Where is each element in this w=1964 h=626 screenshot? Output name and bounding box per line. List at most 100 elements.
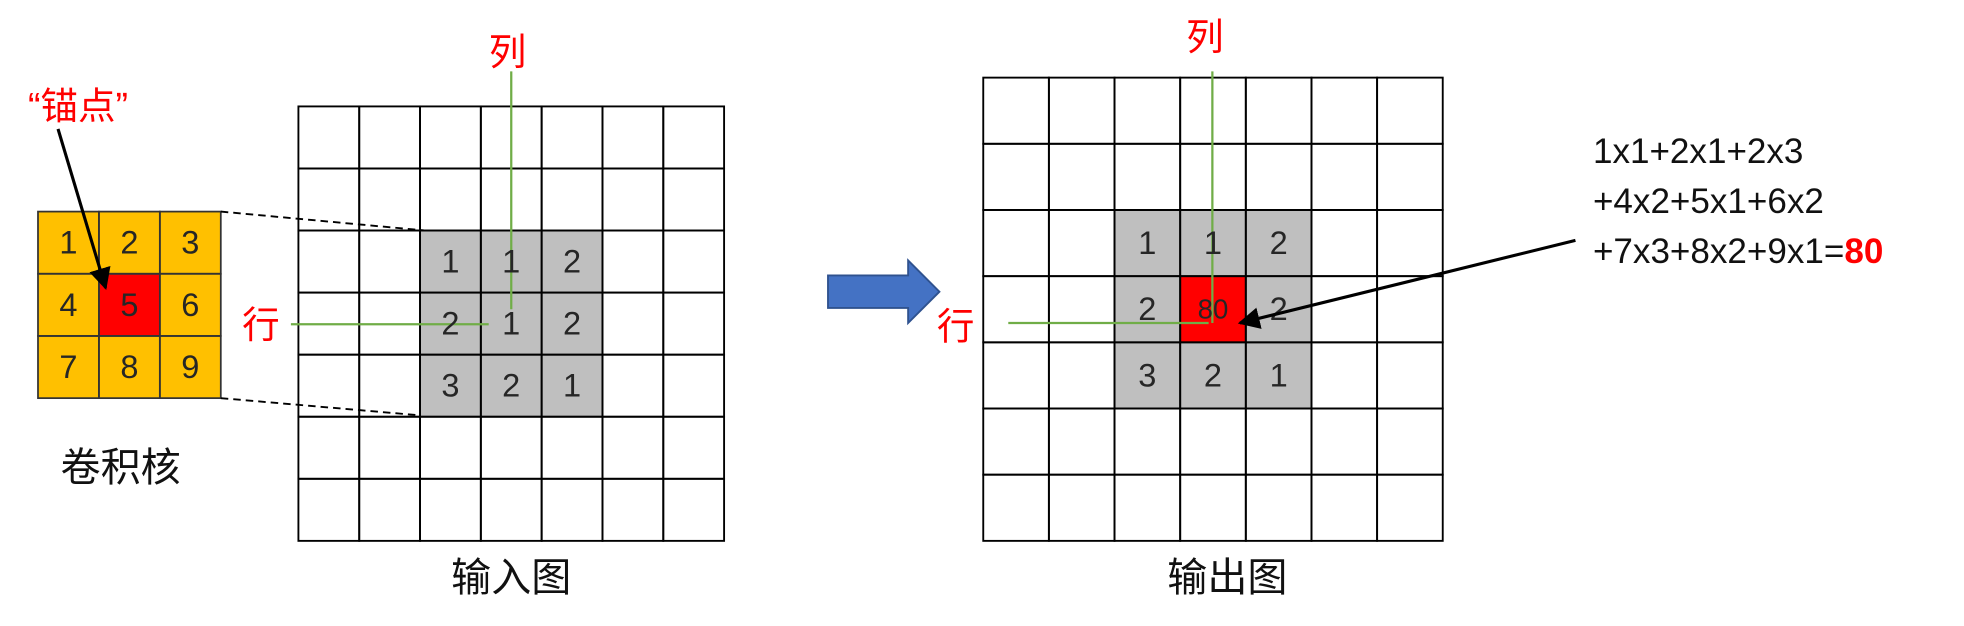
input-cell-value: 2 — [502, 368, 520, 404]
input-grid-cell — [479, 415, 543, 480]
anchor-label: “锚点” — [28, 85, 128, 127]
input-grid-cell — [540, 167, 604, 232]
input-grid-cell — [358, 229, 421, 294]
input-grid-cell — [358, 415, 421, 480]
input-patch-cell — [420, 230, 481, 293]
kernel-patch-cell — [159, 273, 221, 336]
input-grid-cell — [419, 167, 482, 232]
output-grid-cell — [1376, 407, 1444, 476]
input-grid-cell — [358, 353, 421, 418]
output-cell-value: 2 — [1138, 291, 1156, 327]
output-column-label: 列 — [1186, 16, 1224, 58]
formula-result: 80 — [1844, 232, 1883, 271]
kernel-cell-value: 7 — [59, 349, 77, 385]
formula-line-3: +7x3+8x2+9x1=80 — [1593, 232, 1883, 271]
kernel-projection-top — [220, 210, 424, 232]
output-patch-cell — [1245, 342, 1312, 409]
kernel-cell-value: 1 — [59, 225, 77, 261]
input-cell-value: 1 — [441, 244, 459, 280]
output-grid-cell — [1376, 76, 1444, 145]
kernel-patch-cell — [98, 211, 160, 274]
input-grid-cell — [601, 477, 665, 542]
output-grid-cell — [1047, 473, 1116, 542]
output-patch-cell — [1114, 342, 1181, 409]
output-cell-value: 2 — [1270, 291, 1288, 327]
input-cell-value: 2 — [563, 244, 581, 280]
input-grid-cell — [662, 105, 726, 170]
input-grid-cell — [662, 477, 726, 542]
kernel-cell-value: 6 — [181, 287, 199, 323]
input-grid-cell — [358, 167, 421, 232]
input-patch-cell — [420, 354, 481, 417]
kernel-cell-value: 2 — [120, 225, 138, 261]
output-cell-value: 1 — [1204, 225, 1222, 261]
formula-pointer-arrow — [1237, 238, 1576, 329]
input-grid-cell — [601, 105, 665, 170]
output-cell-value: 2 — [1204, 357, 1222, 393]
kernel-cell-value: 4 — [59, 287, 77, 323]
input-grid-cell — [601, 229, 665, 294]
output-cell-value: 3 — [1138, 357, 1156, 393]
output-grid-cell — [982, 142, 1050, 211]
input-grid-cell — [662, 229, 726, 294]
input-grid-cell — [662, 167, 726, 232]
input-grid-cell — [419, 415, 482, 480]
input-patch-cell — [541, 230, 603, 293]
output-grid-cell — [1310, 275, 1379, 344]
kernel-patch-cell — [159, 335, 221, 399]
formula-line-1: 1x1+2x1+2x3 — [1593, 132, 1803, 171]
kernel-cell-value: 9 — [181, 349, 199, 385]
output-grid-cell — [1047, 407, 1116, 476]
input-grid-cell — [540, 105, 604, 170]
input-row-label: 行 — [242, 304, 280, 346]
output-grid-cell — [1310, 407, 1379, 476]
output-grid-cell — [1113, 407, 1182, 476]
input-patch-cell — [541, 292, 603, 355]
input-grid-cell — [540, 477, 604, 542]
output-grid-cell — [1047, 275, 1116, 344]
output-grid-cell — [1376, 473, 1444, 542]
output-grid-cell — [1310, 209, 1379, 278]
input-grid — [297, 105, 726, 542]
output-patch-cell — [1114, 276, 1181, 343]
input-grid-cell — [419, 105, 482, 170]
kernel-patch-cell — [37, 273, 99, 336]
kernel-projection-bottom — [220, 397, 424, 417]
output-cell-value: 80 — [1198, 294, 1229, 325]
output-grid-cell — [1310, 76, 1379, 145]
output-patch-cell — [1114, 209, 1181, 277]
output-grid-cell — [1047, 142, 1116, 211]
output-grid-cell — [1376, 341, 1444, 410]
output-grid-cell — [1310, 142, 1379, 211]
kernel-caption: 卷积核 — [61, 446, 181, 490]
formula-line-2: +4x2+5x1+6x2 — [1593, 182, 1824, 221]
output-grid-cell — [1376, 142, 1444, 211]
input-grid-cell — [297, 105, 361, 170]
kernel-patch-cell — [37, 335, 99, 399]
output-grid-cell — [982, 341, 1050, 410]
output-cell-value: 2 — [1270, 225, 1288, 261]
kernel-patch-cell — [159, 211, 221, 274]
output-grid-cell — [1376, 209, 1444, 278]
output-grid-cell — [982, 275, 1050, 344]
output-cell-value: 1 — [1138, 225, 1156, 261]
input-grid-cell — [479, 477, 543, 542]
input-grid-cell — [662, 353, 726, 418]
input-grid-cell — [540, 415, 604, 480]
input-cell-value: 3 — [441, 368, 459, 404]
output-grid-cell — [1113, 76, 1182, 145]
input-grid-cell — [358, 105, 421, 170]
input-cell-value: 1 — [502, 244, 520, 280]
output-grid-cell — [1244, 76, 1313, 145]
output-grid-cell — [982, 473, 1050, 542]
kernel-cell-value: 8 — [120, 349, 138, 385]
input-grid-cell — [297, 167, 361, 232]
kernel-patch-cell — [37, 211, 99, 274]
output-grid-cell — [1047, 209, 1116, 278]
output-grid-cell — [1310, 341, 1379, 410]
input-caption: 输入图 — [451, 556, 571, 600]
